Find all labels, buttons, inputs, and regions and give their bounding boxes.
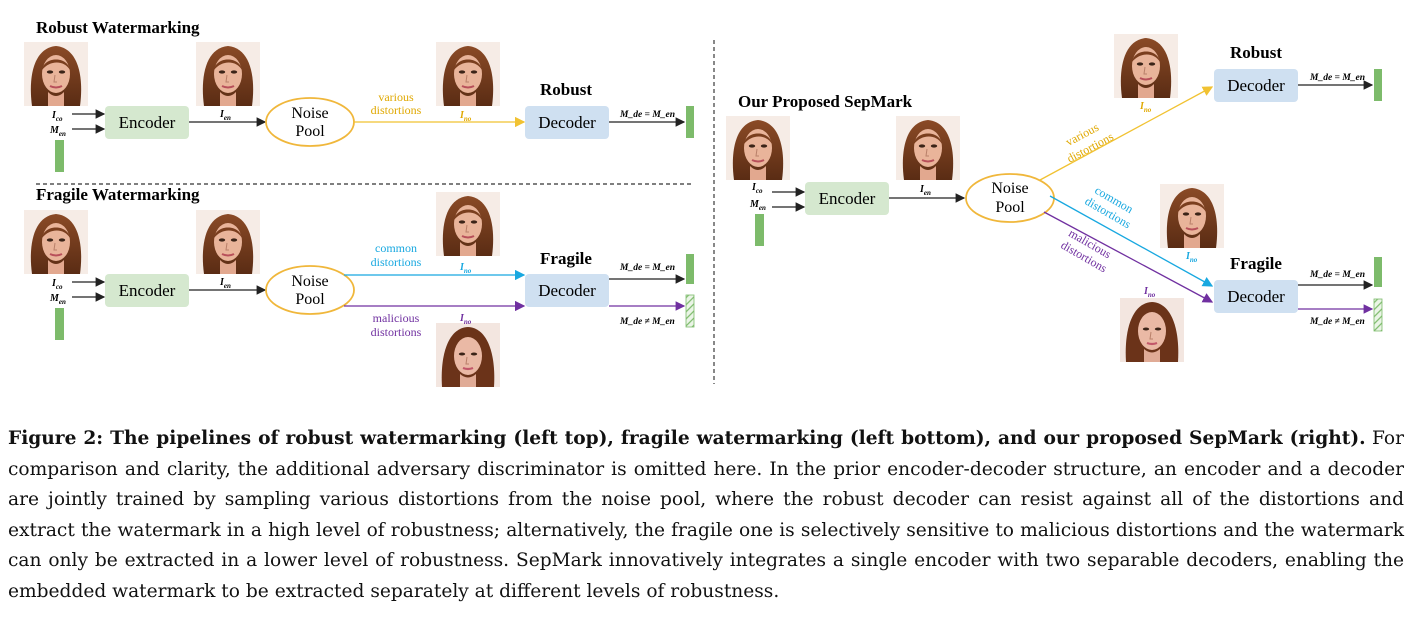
cover-image: [23, 209, 89, 275]
caption-body: For comparison and clarity, the addition…: [8, 428, 1404, 602]
noise-pool-label-1: Noise: [291, 105, 328, 122]
encoder-box: [805, 182, 889, 215]
malicious-label-1: malicious: [373, 311, 420, 325]
encoder-label: Encoder: [819, 189, 876, 208]
common-noised-image: [1159, 183, 1225, 249]
sepmark-title: Our Proposed SepMark: [738, 92, 913, 111]
label-i-no: Ino: [459, 110, 472, 123]
label-i-no: Ino: [1143, 286, 1156, 299]
label-i-en: Ien: [919, 184, 931, 197]
fragile-output-eq-label: M_de = M_en: [1309, 270, 1365, 280]
fragile-decoder-label: Decoder: [538, 281, 596, 300]
label-i-no: Ino: [1139, 101, 1152, 114]
arrow-malicious: [1043, 211, 1214, 303]
encoded-image: [895, 115, 961, 181]
label-i-co: Ico: [751, 182, 763, 195]
malicious-noised-image: [1118, 296, 1186, 364]
encoder-label: Encoder: [119, 113, 176, 132]
robust-decoder-title: Robust: [540, 80, 592, 99]
common-label-2: distortions: [371, 255, 422, 269]
pipeline-diagram: Robust Watermarking Ico Men Encoder Ien …: [23, 18, 1383, 389]
fragile-output-neq-label: M_de ≠ M_en: [1309, 317, 1365, 327]
robust-decoder-title: Robust: [1230, 43, 1282, 62]
watermark-bar: [55, 308, 64, 340]
arrow-common: [1049, 195, 1214, 287]
common-label-1: common: [375, 241, 417, 255]
robust-output-label: M_de = M_en: [1309, 73, 1365, 83]
fragile-output-hatched-bar: [1373, 298, 1383, 332]
robust-decoder-box: [1214, 69, 1298, 102]
various-label-1: various: [378, 90, 414, 104]
encoder-box: [105, 106, 189, 139]
label-i-no: Ino: [459, 262, 472, 275]
fragile-decoder-label: Decoder: [1227, 287, 1285, 306]
fragile-decoder-title: Fragile: [540, 249, 592, 268]
label-i-en: Ien: [219, 109, 231, 122]
noise-pool-label-1: Noise: [291, 273, 328, 290]
robust-output-bar: [686, 106, 694, 138]
noise-pool-label-2: Pool: [295, 291, 325, 308]
watermark-bar: [755, 214, 764, 246]
noise-pool: [265, 265, 355, 315]
fragile-output-bar: [1374, 257, 1382, 287]
label-m-en: Men: [49, 125, 66, 138]
various-label-2: distortions: [371, 103, 422, 117]
noised-image: [435, 41, 501, 107]
fragile-watermarking-title: Fragile Watermarking: [36, 185, 200, 204]
fragile-output-neq-label: M_de ≠ M_en: [619, 317, 675, 327]
robust-decoder-box: [525, 106, 609, 139]
fragile-output-hatched-bar: [685, 294, 695, 328]
label-i-co: Ico: [51, 278, 63, 291]
various-noised-image: [1113, 33, 1179, 99]
encoder-label: Encoder: [119, 281, 176, 300]
figure-caption: Figure 2: The pipelines of robust waterm…: [8, 424, 1404, 608]
fragile-output-eq-label: M_de = M_en: [619, 263, 675, 273]
label-i-co: Ico: [51, 110, 63, 123]
cover-image: [23, 41, 89, 107]
label-m-en: Men: [49, 293, 66, 306]
noise-pool-label-1: Noise: [991, 180, 1028, 197]
fragile-output-bar: [686, 254, 694, 284]
robust-output-bar: [1374, 69, 1382, 101]
common-noised-image: [435, 191, 501, 257]
label-i-no: Ino: [1185, 251, 1198, 264]
encoded-image: [195, 209, 261, 275]
label-i-en: Ien: [219, 277, 231, 290]
malicious-label-2: distortions: [371, 325, 422, 339]
fragile-decoder-box: [1214, 280, 1298, 313]
cover-image: [725, 115, 791, 181]
fragile-decoder-box: [525, 274, 609, 307]
robust-watermarking-title: Robust Watermarking: [36, 18, 200, 37]
noise-pool-label-2: Pool: [295, 123, 325, 140]
robust-decoder-label: Decoder: [1227, 76, 1285, 95]
arrow-various: [1039, 86, 1214, 181]
encoded-image: [195, 41, 261, 107]
noise-pool-label-2: Pool: [995, 199, 1025, 216]
label-i-no: Ino: [459, 313, 472, 326]
watermark-bar: [55, 140, 64, 172]
robust-decoder-label: Decoder: [538, 113, 596, 132]
robust-output-label: M_de = M_en: [619, 110, 675, 120]
malicious-noised-image: [434, 321, 502, 389]
fragile-decoder-title: Fragile: [1230, 254, 1282, 273]
label-m-en: Men: [749, 199, 766, 212]
caption-lead: Figure 2: The pipelines of robust waterm…: [8, 428, 1366, 449]
encoder-box: [105, 274, 189, 307]
